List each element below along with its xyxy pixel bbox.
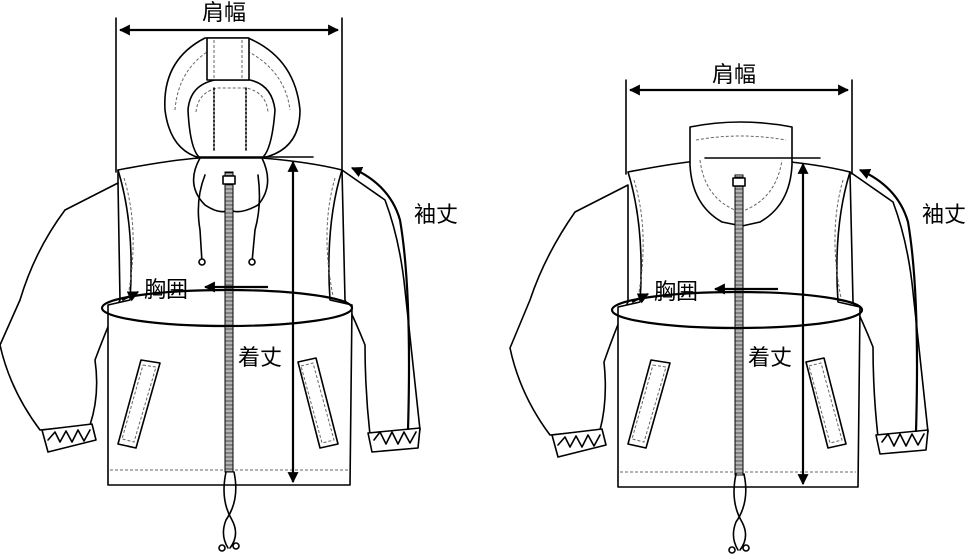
left-measurements: 肩幅 着丈 胸囲 袖丈 [100, 1, 458, 484]
left-sleeve-2 [509, 184, 629, 436]
stand-collar-jacket-figure [509, 121, 929, 554]
chest-label-2: 胸囲 [654, 280, 698, 305]
shoulder-width-label-2: 肩幅 [712, 63, 756, 88]
shoulder-width-label: 肩幅 [202, 1, 246, 26]
right-sleeve-2 [849, 171, 929, 438]
sleeve-length-label-2: 袖丈 [922, 203, 966, 228]
chest-label: 胸囲 [144, 278, 188, 303]
body-length-label-2: 着丈 [748, 346, 792, 371]
zipper-2 [734, 174, 744, 476]
right-measurements: 肩幅 着丈 胸囲 袖丈 [610, 63, 966, 486]
right-pocket [297, 357, 339, 449]
left-sleeve [0, 182, 121, 431]
hooded-jacket-figure [0, 37, 421, 552]
right-sleeve [341, 169, 421, 436]
left-pocket-2 [627, 359, 671, 449]
sleeve-length-label: 袖丈 [414, 203, 458, 228]
stand-collar [689, 121, 793, 227]
left-pocket [117, 359, 161, 449]
body-length-label: 着丈 [238, 346, 282, 371]
right-pocket-2 [805, 357, 847, 449]
zipper [224, 171, 234, 473]
